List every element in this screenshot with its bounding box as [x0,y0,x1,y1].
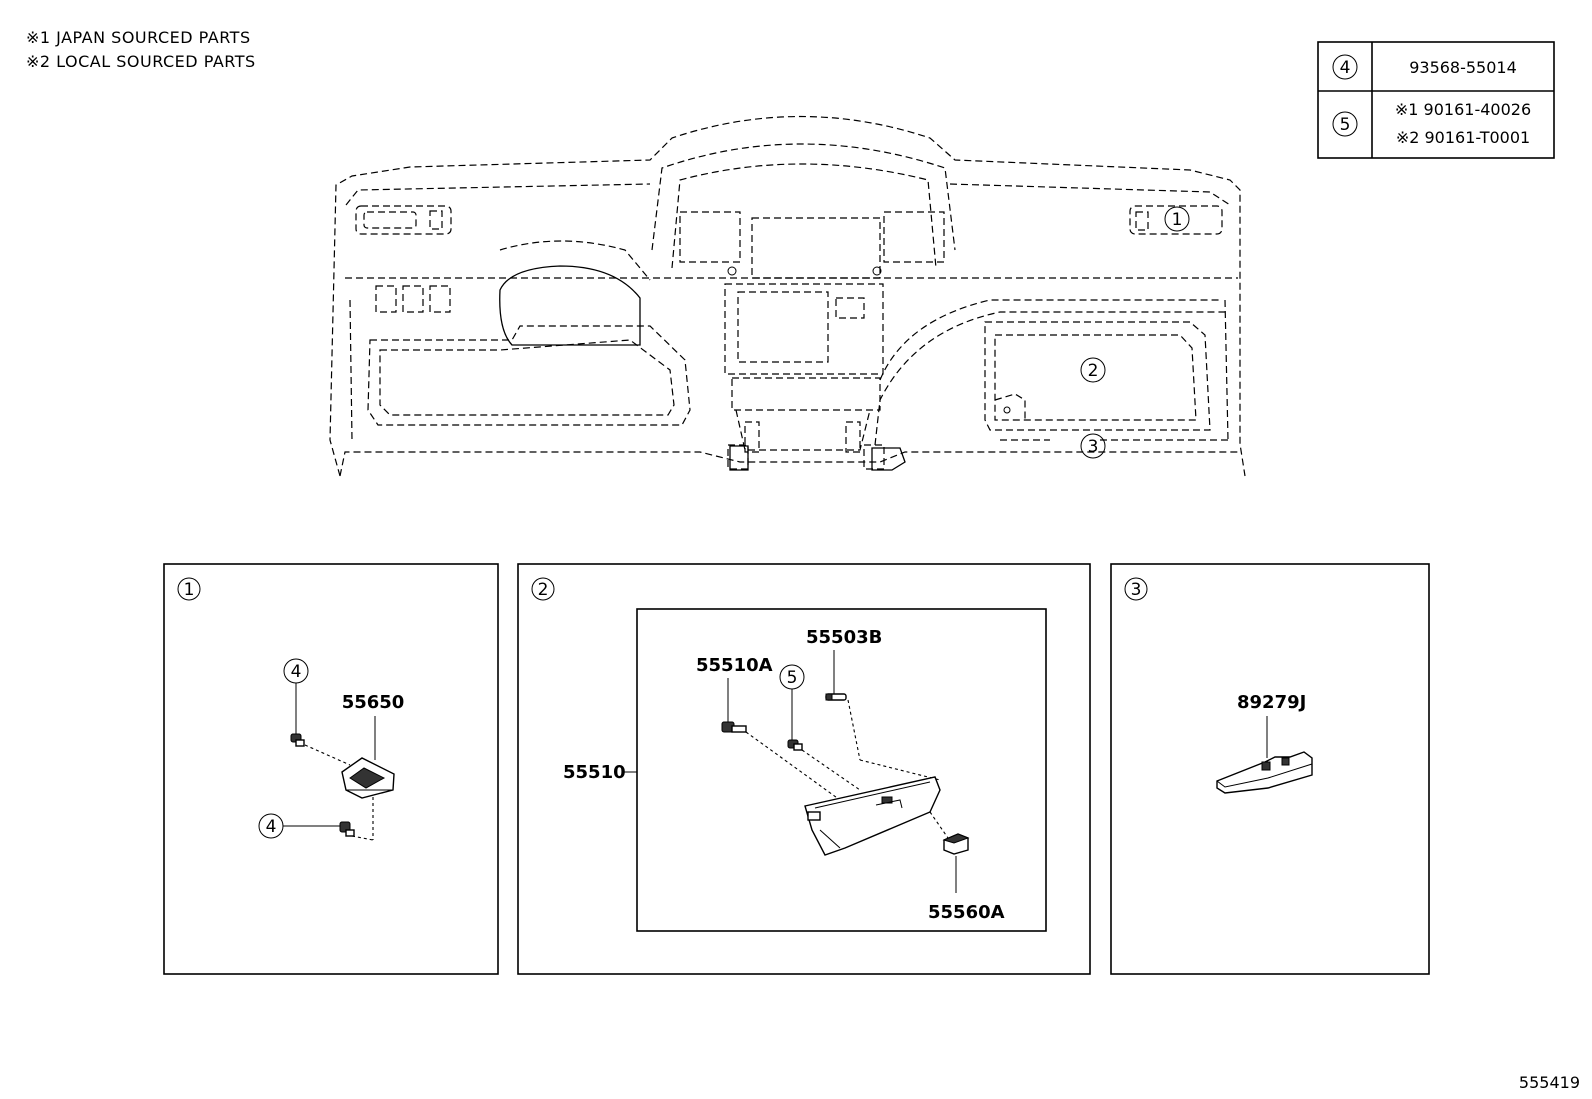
overview-callout-2: 2 [1088,361,1099,381]
panel-1-callout-4-upper: 4 [291,662,302,682]
screw-icon [787,739,803,751]
glove-box-door-icon [804,776,941,856]
panel-2-part-55560a: 55560A [928,902,1005,923]
panel-2-ref: 2 [538,580,549,600]
detail-panel-1: 1 4 55650 4 [163,563,499,975]
trim-bracket-icon [1216,751,1313,794]
figure-id: 555419 [1519,1073,1580,1092]
detail-panel-3: 3 89279J [1110,563,1430,975]
panel-2-part-55510: 55510 [563,762,626,783]
hinge-pin-icon [825,693,847,701]
legend-ref-4: 4 [1340,58,1351,78]
panel-2-part-55503b: 55503B [806,627,882,648]
legend-ref-5: 5 [1340,115,1351,135]
panel-3-part-89279j: 89279J [1237,692,1306,713]
door-stopper-icon [942,833,970,855]
note-local-sourced: ※2 LOCAL SOURCED PARTS [26,52,256,71]
overview-callout-3: 3 [1088,437,1099,457]
legend-part-5-local: ※2 90161-T0001 [1396,128,1530,147]
instrument-panel-overview: 1 2 3 [329,115,1246,477]
panel-1-callout-4-lower: 4 [266,817,277,837]
detail-panel-2: 2 55510 55510A 5 55503B [517,563,1091,975]
legend-part-5-japan: ※1 90161-40026 [1395,100,1531,119]
screw-icon [290,733,305,747]
panel-2-part-55510a: 55510A [696,655,773,676]
panel-3-ref: 3 [1131,580,1142,600]
switch-bezel-icon [341,757,395,799]
screw-icon [339,821,355,837]
panel-2-callout-5: 5 [787,668,798,688]
panel-1-part-55650: 55650 [342,692,405,713]
overview-callout-1: 1 [1172,210,1183,230]
legend-part-4: 93568-55014 [1409,58,1517,77]
screw-icon [721,721,747,733]
note-japan-sourced: ※1 JAPAN SOURCED PARTS [26,28,251,47]
panel-1-ref: 1 [184,580,195,600]
legend-table: 4 93568-55014 5 ※1 90161-40026 ※2 90161-… [1317,41,1555,159]
